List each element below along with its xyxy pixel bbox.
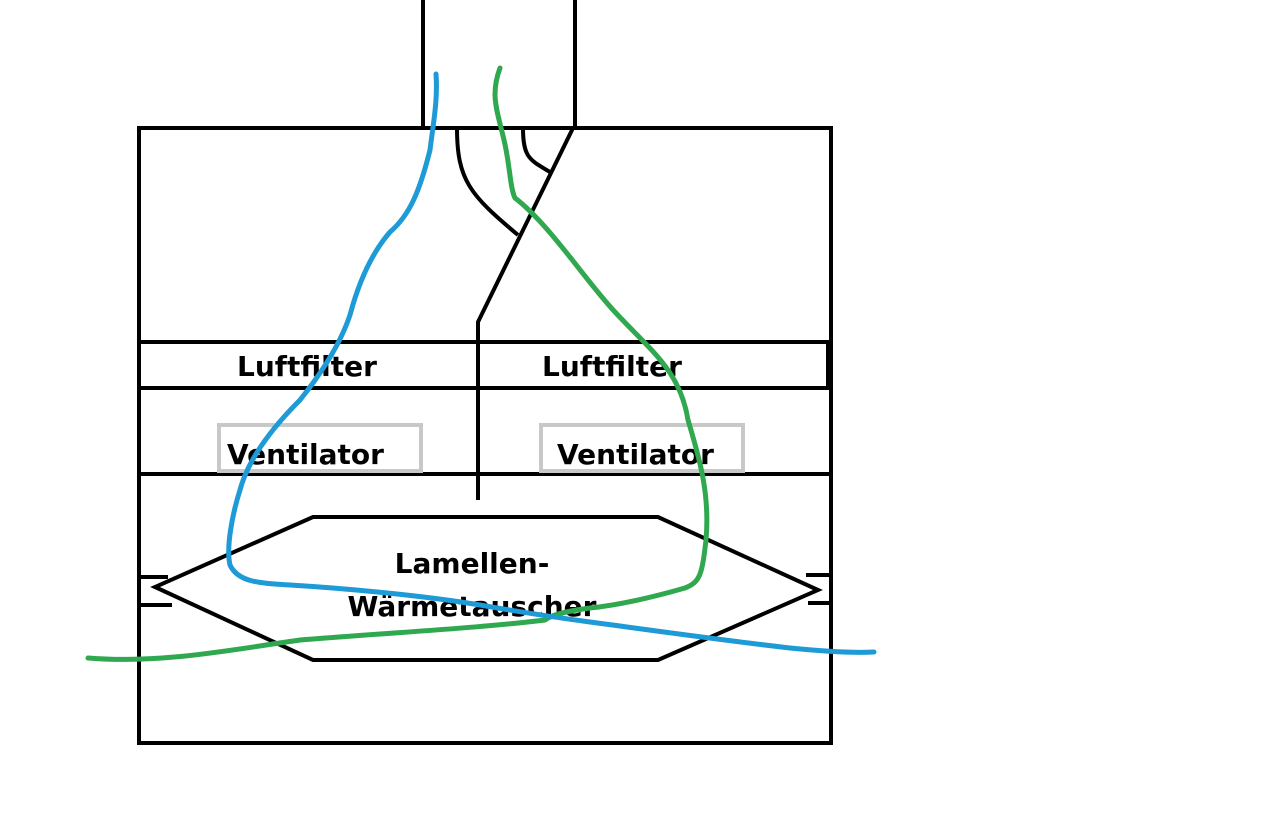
duct-outline: [421, 0, 577, 128]
connector-right: [806, 573, 831, 605]
center-divider: [476, 127, 575, 500]
duct-splitter-inner: [521, 127, 552, 174]
heat-exchanger: [150, 515, 823, 662]
exchanger-label-line1: Lamellen-: [395, 547, 550, 580]
connector-left: [139, 575, 172, 607]
fan-right-label: Ventilator: [557, 438, 714, 471]
housing-outline: [137, 126, 833, 745]
duct-splitter: [455, 127, 520, 237]
filter-left-label: Luftfilter: [237, 350, 377, 383]
filter-band: [137, 340, 830, 390]
airflow-green: [85, 65, 710, 662]
airflow-blue: [226, 71, 877, 655]
filter-right-label: Luftfilter: [542, 350, 682, 383]
fan-box-left: [217, 423, 423, 473]
fan-box-right: [539, 423, 745, 473]
